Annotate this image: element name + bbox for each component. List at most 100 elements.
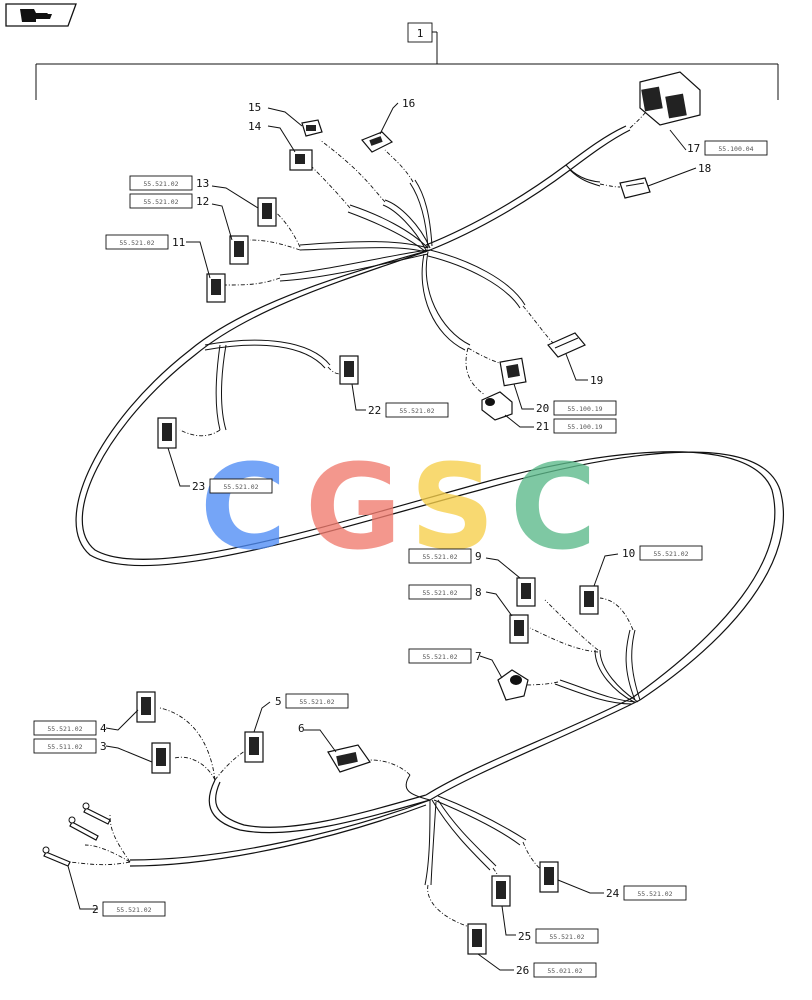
connector-8-icon bbox=[509, 614, 529, 644]
reference-code: 55.521.02 bbox=[143, 198, 178, 206]
connector-13-icon bbox=[257, 197, 277, 227]
reference-code: 55.021.02 bbox=[547, 967, 582, 975]
callout-number: 12 bbox=[196, 195, 209, 208]
watermark-letter: C bbox=[200, 438, 287, 576]
callout-12[interactable]: 12 55.521.02 bbox=[129, 193, 209, 209]
callout-number: 3 bbox=[100, 740, 107, 753]
reference-code: 55.521.02 bbox=[653, 550, 688, 558]
reference-code: 55.521.02 bbox=[399, 407, 434, 415]
connector-3-icon bbox=[151, 742, 171, 774]
connector-25-icon bbox=[491, 875, 511, 907]
callout-number: 15 bbox=[248, 101, 261, 114]
connector-18-icon bbox=[619, 177, 651, 199]
callout-23[interactable]: 23 55.521.02 bbox=[192, 478, 273, 494]
harness-wires bbox=[75, 125, 785, 886]
reference-box[interactable] bbox=[553, 400, 617, 416]
callout-15[interactable]: 15 bbox=[248, 101, 261, 114]
callout-number: 26 bbox=[516, 964, 529, 977]
callout-14[interactable]: 14 bbox=[248, 120, 262, 133]
reference-box[interactable] bbox=[553, 418, 617, 434]
reference-box[interactable] bbox=[704, 140, 768, 156]
reference-box[interactable] bbox=[639, 545, 703, 561]
reference-box[interactable] bbox=[209, 478, 273, 494]
callout-26[interactable]: 26 55.021.02 bbox=[516, 962, 597, 978]
callout-number: 13 bbox=[196, 177, 209, 190]
reference-box[interactable] bbox=[33, 738, 97, 754]
assembly-label: 1 bbox=[417, 27, 424, 40]
reference-box[interactable] bbox=[535, 928, 599, 944]
connector-5-icon bbox=[244, 731, 264, 763]
connector-6-icon bbox=[327, 744, 371, 773]
reference-box[interactable] bbox=[623, 885, 687, 901]
watermark-letter: G bbox=[305, 438, 402, 576]
reference-box[interactable] bbox=[385, 402, 449, 418]
callout-6[interactable]: 6 bbox=[298, 722, 305, 735]
reference-code: 55.521.02 bbox=[422, 589, 457, 597]
callout-number: 14 bbox=[248, 120, 262, 133]
reference-box[interactable] bbox=[408, 548, 472, 564]
reference-box[interactable] bbox=[105, 234, 169, 250]
connector-26-icon bbox=[467, 923, 487, 955]
callout-number: 25 bbox=[518, 930, 531, 943]
callout-3[interactable]: 355.511.02 bbox=[33, 738, 107, 754]
callout-leaders bbox=[67, 102, 697, 971]
callout-number: 23 bbox=[192, 480, 205, 493]
callout-number: 24 bbox=[606, 887, 620, 900]
reference-box[interactable] bbox=[285, 693, 349, 709]
connector-24-icon bbox=[539, 861, 559, 893]
reference-code: 55.521.02 bbox=[299, 698, 334, 706]
callout-number: 16 bbox=[402, 97, 415, 110]
reference-box[interactable] bbox=[33, 720, 97, 736]
reference-box[interactable] bbox=[408, 584, 472, 600]
connector-22-icon bbox=[339, 355, 359, 385]
callout-8[interactable]: 855.521.02 bbox=[408, 584, 482, 600]
connector-12-icon bbox=[229, 235, 249, 265]
connector-7-icon bbox=[497, 669, 529, 701]
reference-code: 55.521.02 bbox=[143, 180, 178, 188]
callout-5[interactable]: 5 55.521.02 bbox=[275, 693, 349, 709]
callout-7[interactable]: 755.521.02 bbox=[408, 648, 482, 664]
callout-16[interactable]: 16 bbox=[402, 97, 415, 110]
reference-box[interactable] bbox=[408, 648, 472, 664]
callout-13[interactable]: 13 55.521.02 bbox=[129, 175, 209, 191]
reference-box[interactable] bbox=[129, 193, 193, 209]
reference-code: 55.100.19 bbox=[567, 405, 602, 413]
callout-25[interactable]: 25 55.521.02 bbox=[518, 928, 599, 944]
connector-21-icon bbox=[481, 391, 513, 421]
watermark: C G S C bbox=[200, 438, 597, 576]
connector-9-icon bbox=[516, 577, 536, 607]
callout-9[interactable]: 9 55.521.02 bbox=[408, 548, 482, 564]
callout-number: 5 bbox=[275, 695, 282, 708]
harness-dashed-links bbox=[64, 99, 661, 931]
reference-box[interactable] bbox=[102, 901, 166, 917]
callout-number: 7 bbox=[475, 650, 482, 663]
reference-code: 55.521.02 bbox=[549, 933, 584, 941]
reference-box[interactable] bbox=[129, 175, 193, 191]
callout-number: 17 bbox=[687, 142, 700, 155]
callout-19[interactable]: 19 bbox=[590, 374, 603, 387]
callout-number: 9 bbox=[475, 550, 482, 563]
reference-code: 55.521.02 bbox=[422, 553, 457, 561]
reference-code: 55.521.02 bbox=[223, 483, 258, 491]
callout-4[interactable]: 455.521.02 bbox=[33, 720, 107, 736]
callout-18[interactable]: 18 bbox=[698, 162, 711, 175]
callout-20[interactable]: 20 55.100.19 bbox=[536, 400, 617, 416]
connector-4-icon bbox=[136, 691, 156, 723]
ring-terminals-icon bbox=[42, 802, 111, 867]
callout-22[interactable]: 22 55.521.02 bbox=[368, 402, 449, 418]
connector-20-icon bbox=[499, 357, 527, 387]
callout-number: 20 bbox=[536, 402, 549, 415]
connector-17-icon bbox=[639, 71, 701, 126]
callout-number: 22 bbox=[368, 404, 381, 417]
reference-box[interactable] bbox=[533, 962, 597, 978]
connector-11-icon bbox=[206, 273, 226, 303]
navigation-icon[interactable] bbox=[5, 3, 77, 27]
